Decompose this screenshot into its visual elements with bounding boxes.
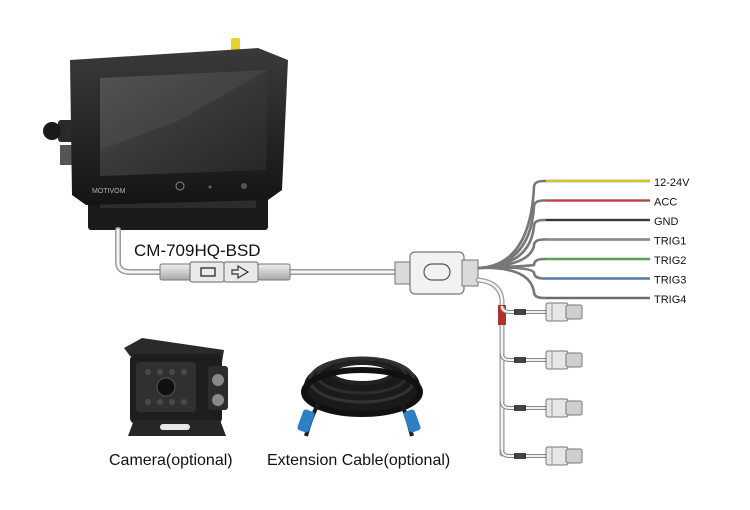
wire-label: TRIG3 <box>654 275 686 287</box>
camera-connector <box>500 350 583 370</box>
power-button-icon <box>175 181 185 191</box>
wire-label: ACC <box>654 197 677 209</box>
camera-connector <box>500 302 583 322</box>
antenna <box>231 38 240 52</box>
wire-acc: ACC <box>477 197 677 270</box>
camera-connector <box>500 446 583 466</box>
camera-connector <box>500 398 583 418</box>
cable-connector <box>159 261 291 283</box>
wire-trig3: TRIG3 <box>477 266 686 287</box>
wire-label: TRIG1 <box>654 236 686 248</box>
camera-branch-cable <box>475 277 506 457</box>
camera-caption: Camera(optional) <box>109 452 233 469</box>
camera <box>124 338 228 436</box>
monitor: MOTIVOM <box>43 38 288 230</box>
monitor-brand: MOTIVOM <box>92 188 126 195</box>
ir-led-icon <box>145 369 187 405</box>
camera-lens-icon <box>156 377 176 397</box>
wire-gnd: GND <box>477 216 679 270</box>
wire-12-24v: 12-24V <box>477 177 690 270</box>
main-cable <box>115 227 398 275</box>
camera-connector-group <box>500 302 583 466</box>
wire-label: TRIG2 <box>654 255 686 267</box>
model-label: CM-709HQ-BSD <box>134 241 261 260</box>
junction-box <box>394 251 479 295</box>
wire-label: TRIG4 <box>654 294 686 306</box>
extension-caption: Extension Cable(optional) <box>267 452 450 469</box>
extension-cable <box>297 356 423 437</box>
arrow-icon <box>231 264 250 280</box>
wire-label: GND <box>654 216 679 228</box>
monitor-knob <box>43 120 76 165</box>
wire-trig4: TRIG4 <box>477 266 686 306</box>
wire-label: 12-24V <box>654 177 690 189</box>
monitor-screen <box>100 70 268 176</box>
wire-trig1: TRIG1 <box>477 236 686 270</box>
